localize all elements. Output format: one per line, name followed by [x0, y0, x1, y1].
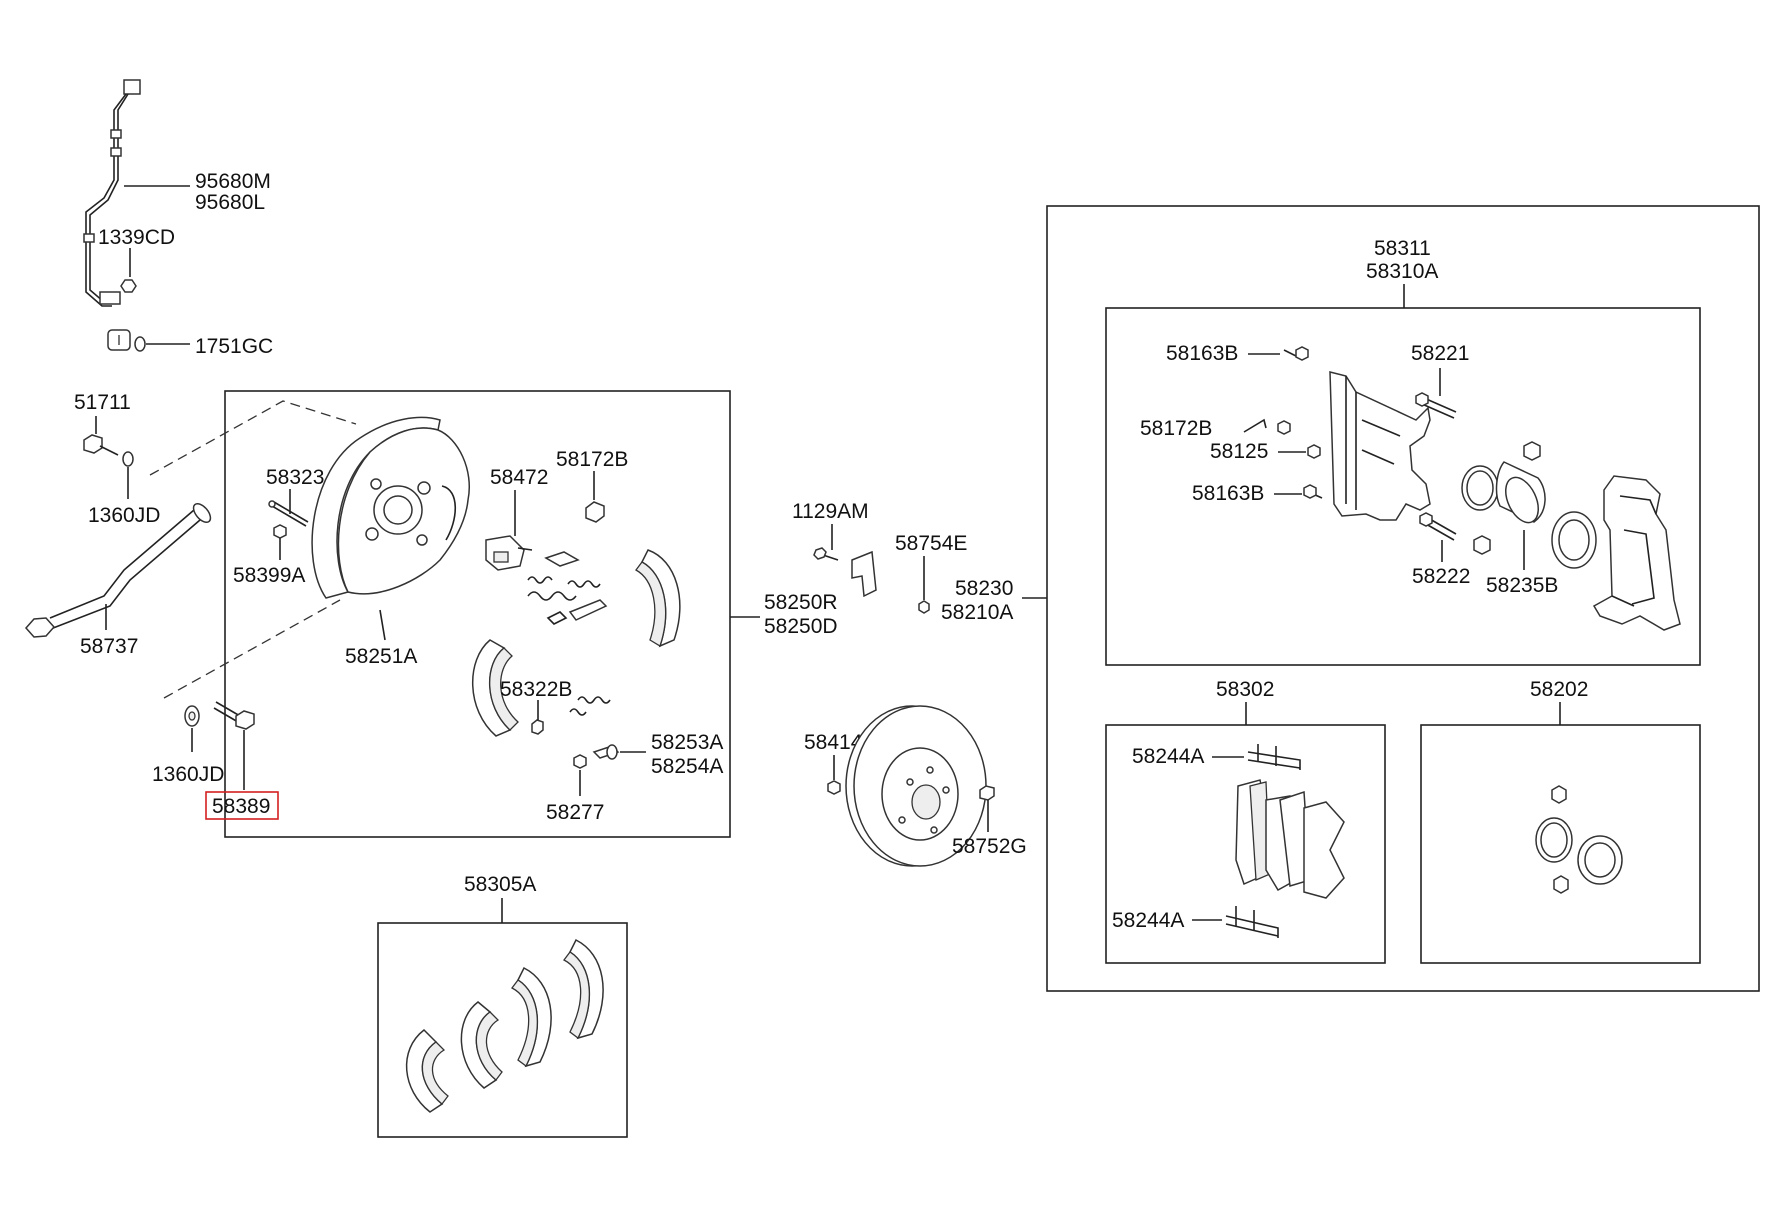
- bolt-58163b-bottom-icon: [1303, 484, 1323, 499]
- projection-line-bottom: [163, 599, 341, 699]
- callout-58311[interactable]: 58311: [1374, 237, 1431, 260]
- pad-clip-bottom-icon: [1225, 906, 1279, 938]
- adjuster-58253a-icon: [592, 744, 620, 760]
- callout-58221[interactable]: 58221: [1411, 342, 1469, 365]
- callout-58230[interactable]: 58230: [955, 577, 1013, 600]
- nut-58399a-icon: [273, 524, 287, 539]
- callout-58302[interactable]: 58302: [1216, 678, 1274, 701]
- bolt-58163b-top-icon: [1283, 346, 1309, 361]
- pad-clip-top-icon: [1247, 744, 1301, 770]
- callout-58389[interactable]: 58389: [212, 795, 270, 818]
- bolt-58323-icon: [268, 500, 309, 527]
- nut-58277-icon: [573, 754, 587, 769]
- callout-58244a-top[interactable]: 58244A: [1132, 745, 1204, 768]
- caliper-bracket-icon: [1329, 371, 1431, 521]
- callout-95680m[interactable]: 95680M: [195, 170, 271, 193]
- spring-58322b-icon: [531, 719, 544, 735]
- backing-plate-icon: [311, 416, 470, 599]
- callout-58322b[interactable]: 58322B: [500, 678, 572, 701]
- boot-58222-icon: [1473, 535, 1491, 555]
- parking-lever-58472-icon: [485, 535, 533, 571]
- callout-58737[interactable]: 58737: [80, 635, 138, 658]
- callout-58277[interactable]: 58277: [546, 801, 604, 824]
- wheel-speed-sensor-icon: [83, 79, 141, 351]
- boot-58221-icon: [1523, 441, 1541, 461]
- clip-1751gc-icon: [134, 336, 146, 352]
- pin-58222-icon: [1419, 512, 1457, 541]
- callout-58389-highlight: [205, 791, 279, 820]
- box-caliper-inner: [1105, 307, 1701, 666]
- callout-58472[interactable]: 58472: [490, 466, 548, 489]
- callout-58210a[interactable]: 58210A: [941, 601, 1013, 624]
- callout-1339cd[interactable]: 1339CD: [98, 226, 175, 249]
- projection-line-top: [149, 400, 357, 476]
- shoe-kit-icon: [405, 938, 604, 1113]
- callout-58163b-top[interactable]: 58163B: [1166, 342, 1238, 365]
- callout-1129am[interactable]: 1129AM: [792, 500, 869, 523]
- brake-pads-icon: [1235, 779, 1345, 899]
- seal-kit-icon: [1535, 785, 1623, 894]
- clip-58172b-icon: [585, 501, 605, 523]
- leader-58251a: [379, 609, 386, 641]
- callout-58305a[interactable]: 58305A: [464, 873, 536, 896]
- piston-58235b-icon: [1495, 461, 1546, 524]
- callout-58414[interactable]: 58414: [804, 731, 863, 754]
- brake-shoe-left-icon: [471, 639, 519, 737]
- clip-58172b-caliper-icon: [1243, 418, 1291, 435]
- brake-disc-icon: [845, 705, 987, 867]
- washer-1360jd-top-icon: [122, 451, 134, 467]
- callout-58244a-bottom[interactable]: 58244A: [1112, 909, 1184, 932]
- callout-58253a[interactable]: 58253A: [651, 731, 723, 754]
- brake-hose-icon: [24, 502, 212, 638]
- callout-58754e[interactable]: 58754E: [895, 532, 967, 555]
- springs-hardware-icon: [527, 551, 611, 716]
- callout-58172b-caliper[interactable]: 58172B: [1140, 417, 1212, 440]
- callout-1360jd-top[interactable]: 1360JD: [88, 504, 160, 527]
- callout-58310a[interactable]: 58310A: [1366, 260, 1438, 283]
- bleeder-58754e-icon: [918, 600, 930, 614]
- washer-1360jd-bottom-icon: [184, 705, 200, 727]
- callout-95680l[interactable]: 95680L: [195, 191, 265, 214]
- nut-58125-icon: [1307, 444, 1321, 459]
- nut-58414-icon: [827, 780, 841, 795]
- bracket-1129am-icon: [851, 550, 877, 598]
- callout-58235b[interactable]: 58235B: [1486, 574, 1558, 597]
- callout-58222[interactable]: 58222: [1412, 565, 1470, 588]
- callout-58250r[interactable]: 58250R: [764, 591, 838, 614]
- callout-58125[interactable]: 58125: [1210, 440, 1268, 463]
- bolt-1129am-icon: [813, 547, 839, 561]
- dust-boot-icon: [1551, 511, 1597, 569]
- pin-58221-icon: [1415, 392, 1457, 419]
- callout-58254a[interactable]: 58254A: [651, 755, 723, 778]
- caliper-body-icon: [1592, 475, 1681, 631]
- bolt-1339cd-icon: [120, 279, 137, 293]
- bolt-58389-icon: [213, 701, 255, 730]
- callout-1360jd-bottom[interactable]: 1360JD: [152, 763, 224, 786]
- callout-51711[interactable]: 51711: [74, 391, 131, 414]
- piston-seal-icon: [1461, 465, 1499, 511]
- callout-58202[interactable]: 58202: [1530, 678, 1588, 701]
- brake-shoe-right-icon: [635, 549, 681, 648]
- callout-58250d[interactable]: 58250D: [764, 615, 838, 638]
- screw-58752g-icon: [979, 785, 995, 801]
- callout-58163b-bottom[interactable]: 58163B: [1192, 482, 1264, 505]
- callout-58251a[interactable]: 58251A: [345, 645, 417, 668]
- callout-58323[interactable]: 58323: [266, 466, 324, 489]
- callout-58399a[interactable]: 58399A: [233, 564, 305, 587]
- bolt-51711-icon: [83, 434, 119, 456]
- callout-58752g[interactable]: 58752G: [952, 835, 1027, 858]
- box-rear-brake-assembly: [224, 390, 731, 838]
- callout-1751gc[interactable]: 1751GC: [195, 335, 273, 358]
- callout-58172b[interactable]: 58172B: [556, 448, 628, 471]
